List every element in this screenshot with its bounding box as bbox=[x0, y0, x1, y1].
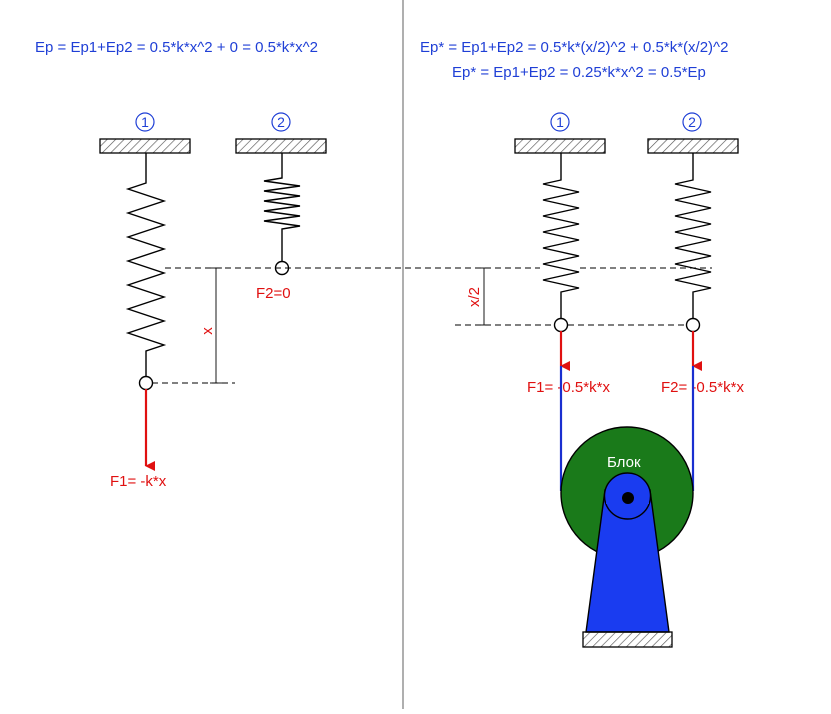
spring-number: 1 bbox=[141, 114, 149, 130]
spring-number: 2 bbox=[277, 114, 285, 130]
right-force-1-label: F1= -0.5*k*x bbox=[527, 379, 610, 396]
right-equation-line-1: Ep* = Ep1+Ep2 = 0.5*k*(x/2)^2 + 0.5*k*(x… bbox=[420, 39, 728, 56]
left-spring-2: 2 bbox=[235, 112, 327, 276]
right-force-2-label: F2= -0.5*k*x bbox=[661, 379, 744, 396]
left-equation: Ep = Ep1+Ep2 = 0.5*k*x^2 + 0 = 0.5*k*x^2 bbox=[35, 39, 318, 56]
left-force-2-label: F2=0 bbox=[256, 285, 291, 302]
spring-end-ring bbox=[138, 375, 154, 391]
spring-number-marker bbox=[682, 112, 702, 132]
spring-number: 1 bbox=[556, 114, 564, 130]
spring-number: 2 bbox=[688, 114, 696, 130]
pulley-label: Блок bbox=[607, 454, 641, 471]
right-spring-1: 1 bbox=[514, 112, 606, 333]
left-force-1-label: F1= -k*x bbox=[110, 473, 167, 490]
spring-end-ring bbox=[685, 317, 701, 333]
pulley-axle bbox=[622, 492, 634, 504]
spring-coil bbox=[125, 153, 167, 377]
left-spring-1: 1 bbox=[99, 112, 191, 391]
spring-coil bbox=[542, 153, 580, 319]
pulley-block: Блок bbox=[560, 426, 694, 648]
spring-coil bbox=[263, 153, 301, 262]
left-dimension-label: x bbox=[199, 327, 216, 335]
ceiling-mount bbox=[235, 138, 327, 154]
spring-coil bbox=[674, 153, 712, 319]
right-dimension-label: x/2 bbox=[466, 287, 483, 307]
ceiling-mount bbox=[514, 138, 606, 154]
spring-number-marker bbox=[271, 112, 291, 132]
floor-mount bbox=[582, 631, 673, 648]
right-equation-line-2: Ep* = Ep1+Ep2 = 0.25*k*x^2 = 0.5*Ep bbox=[452, 64, 706, 81]
right-spring-2: 2 bbox=[647, 112, 739, 333]
spring-number-marker bbox=[550, 112, 570, 132]
ceiling-mount bbox=[99, 138, 191, 154]
spring-number-marker bbox=[135, 112, 155, 132]
ceiling-mount bbox=[647, 138, 739, 154]
spring-end-ring bbox=[553, 317, 569, 333]
